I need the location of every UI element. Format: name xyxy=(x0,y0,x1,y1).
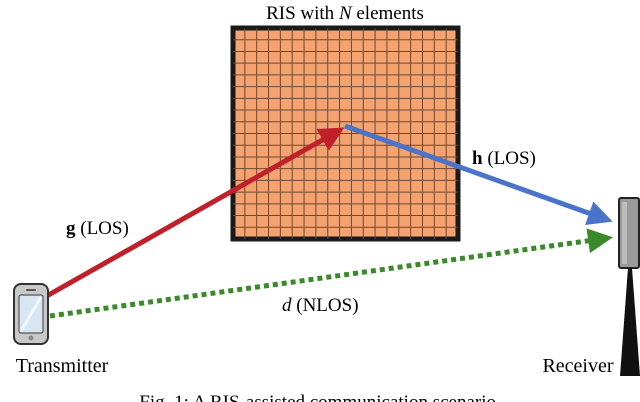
link-h-los xyxy=(344,123,613,226)
receiver-label: Receiver xyxy=(542,355,613,377)
antenna-icon xyxy=(618,197,640,376)
ris-title: RIS with N elements xyxy=(266,3,424,24)
label-d: d (NLOS) xyxy=(282,295,359,316)
label-h: h (LOS) xyxy=(472,148,536,169)
ris-element-grid xyxy=(233,28,458,239)
link-d-nlos xyxy=(49,228,613,319)
link-g-los xyxy=(20,127,345,313)
ris-panel xyxy=(230,25,461,242)
phone-icon xyxy=(13,283,49,345)
transmitter-label: Transmitter xyxy=(16,355,109,377)
label-g: g (LOS) xyxy=(66,218,129,239)
figure-caption: Fig. 1: A RIS-assisted communication sce… xyxy=(139,392,501,402)
